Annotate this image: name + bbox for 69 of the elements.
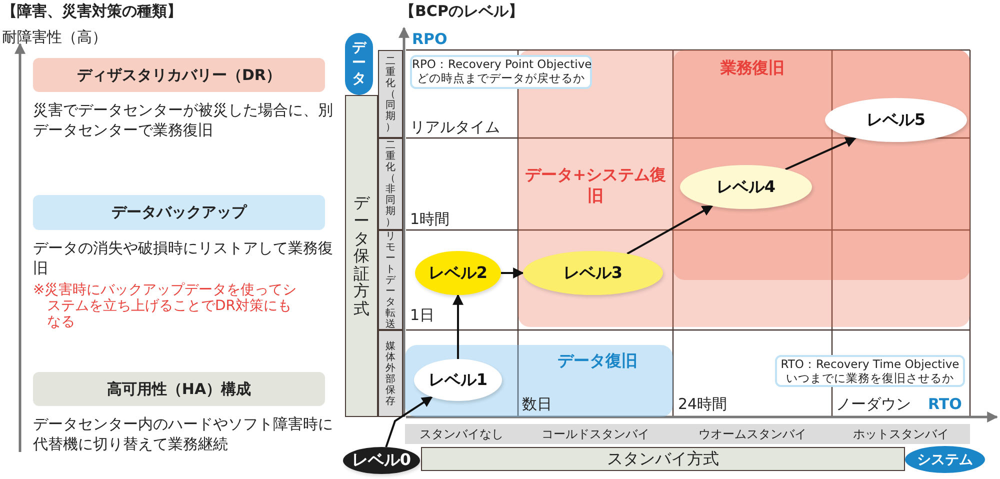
axis-label: RTO: [928, 395, 962, 413]
box-label: ホットスタンバイ: [853, 426, 949, 442]
axis-label: RPO: [412, 30, 448, 48]
row-header: [378, 230, 403, 330]
level-ellipse: [414, 359, 502, 401]
axis-label: 1日: [410, 306, 435, 325]
box-label: リモートデータ転送: [386, 230, 396, 330]
category-box: [33, 372, 325, 406]
box-label: レベル1: [428, 370, 488, 390]
box-label: スタンバイなし: [420, 426, 504, 442]
box-label: コールドスタンバイ: [542, 426, 650, 442]
category-pill: [345, 33, 373, 95]
axis-label: 耐障害性（高）: [2, 28, 107, 47]
box-label: ウオームスタンバイ: [698, 426, 806, 442]
description: データの消失や破損時にリストアして業務復旧: [33, 238, 333, 278]
axis-label: 数日: [522, 395, 552, 414]
heading: 【BCPのレベル】: [400, 2, 524, 21]
box-label: 二重化（同期）: [386, 56, 396, 132]
row-header: [378, 138, 403, 230]
box-label: ディザスタリカバリー（DR）: [76, 66, 281, 84]
box-label: レベル4: [716, 176, 776, 198]
row-header: [378, 50, 403, 138]
box-label: データバックアップ: [112, 203, 246, 222]
standby-header: [832, 424, 970, 444]
note-box: [410, 55, 592, 89]
arrow: [785, 137, 857, 170]
note-text: RTO：Recovery Time Objective: [780, 357, 960, 371]
row-header: [378, 330, 403, 417]
arrow: [501, 268, 524, 278]
category-box: [33, 195, 325, 230]
arrow: [452, 294, 464, 359]
box-label: 高可用性（HA）構成: [106, 380, 252, 398]
heading: 【障害、災害対策の種類】: [2, 2, 182, 21]
arrow: [626, 205, 714, 255]
note-box: [775, 355, 965, 387]
box-label: データ復旧: [556, 351, 638, 372]
box-label: 媒体外部保存: [386, 340, 396, 406]
box-label: データ+システム復旧: [524, 165, 668, 207]
axis-label: ノーダウン: [836, 395, 911, 414]
box-label: レベル5: [866, 110, 926, 130]
note-text: どの時点までデータが戻せるか: [416, 71, 586, 85]
note-text: ※災害時にバックアップデータを使ってシステムを立ち上げることでDR対策にもなる: [33, 282, 298, 330]
axis-band: [345, 95, 378, 417]
box-label: レベル3: [563, 262, 623, 284]
note-text: RPO：Recovery Point Objective: [412, 57, 590, 71]
note-text: いつまでに業務を復旧させるか: [785, 371, 955, 385]
category-pill: [905, 446, 985, 473]
box-label: 二重化（非同期）: [386, 140, 396, 228]
axis-label: リアルタイム: [410, 118, 500, 137]
axis-label: 24時間: [678, 395, 728, 414]
box-label: レベル0: [352, 450, 412, 471]
arrow: [385, 396, 433, 448]
box-label: データ保証方式: [354, 194, 370, 318]
region-box: [673, 50, 970, 280]
box-label: レベル2: [428, 262, 488, 284]
level-ellipse: [825, 98, 967, 142]
box-label: スタンバイ方式: [607, 448, 719, 470]
category-box: [33, 58, 325, 92]
level-ellipse: [415, 251, 501, 295]
box-label: 業務復旧: [720, 58, 786, 79]
box-label: システム: [917, 450, 973, 468]
box-label: データ: [352, 40, 366, 88]
axis-label: 1時間: [410, 210, 450, 229]
region-box: [405, 345, 673, 417]
level-ellipse: [343, 447, 420, 474]
standby-header: [405, 424, 518, 444]
axis-band: [421, 447, 905, 471]
description: 災害でデータセンターが被災した場合に、別データセンターで業務復旧: [33, 100, 333, 140]
description: データセンター内のハードやソフト障害時に代替機に切り替えて業務継続: [33, 414, 333, 454]
